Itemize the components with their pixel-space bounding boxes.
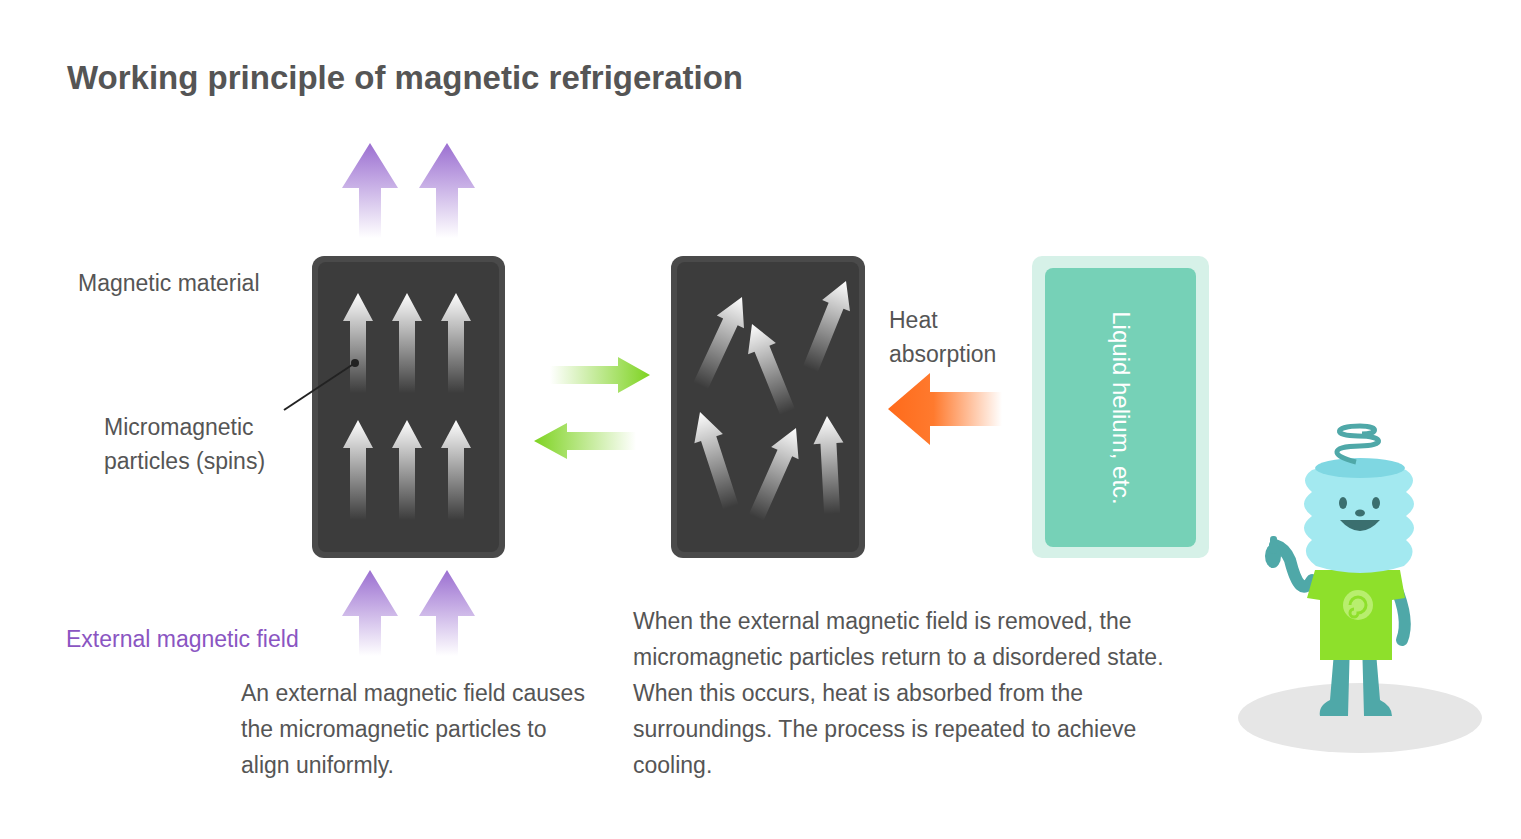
transition-arrow: [534, 423, 636, 459]
magnetic-material: [671, 256, 865, 558]
transition-arrow: [550, 357, 650, 393]
magnetic-material: [312, 256, 505, 558]
heat-label: Heat absorption: [889, 303, 1029, 371]
caption-text: An external magnetic field causes the mi…: [241, 675, 591, 783]
spin-arrow: [686, 275, 860, 523]
spin-arrow: [343, 293, 471, 520]
part-label: Magnetic material: [78, 266, 303, 300]
title: Working principle of magnetic refrigerat…: [67, 58, 743, 98]
caption-text: When the external magnetic field is remo…: [633, 603, 1208, 783]
vertical-label: Liquid helium, etc.: [1106, 311, 1136, 504]
leader-line: [284, 363, 355, 410]
helium-box: Liquid helium, etc.: [1045, 268, 1196, 547]
callout-label: Micromagnetic particles (spins): [104, 410, 294, 478]
field-label: External magnetic field: [66, 622, 356, 656]
helium-container: [1032, 256, 1209, 558]
mascot: [1238, 426, 1482, 753]
heat-arrow: [888, 373, 1002, 445]
